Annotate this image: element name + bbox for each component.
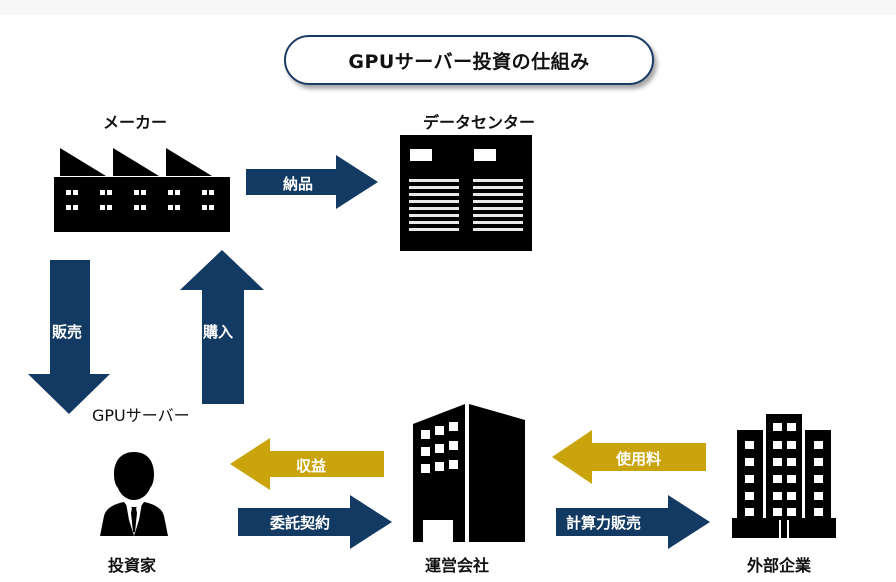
delivery-arrow-label: 納品 (283, 175, 314, 193)
revenue-arrow-label: 収益 (296, 457, 327, 475)
usage-fee-arrow (552, 430, 706, 484)
delivery-arrow (246, 155, 378, 209)
purchase-arrow (180, 250, 264, 404)
compute-sales-arrow-label: 計算力販売 (566, 514, 642, 532)
factory-icon (54, 148, 230, 232)
city-buildings-icon (732, 414, 836, 538)
datacenter-icon (400, 135, 532, 251)
gpu-server-label: GPUサーバー (92, 406, 190, 425)
top-strip (0, 0, 896, 15)
purchase-arrow-label: 購入 (203, 323, 234, 341)
consignment-arrow (238, 495, 392, 549)
office-building-icon (413, 404, 525, 542)
investor-icon (100, 452, 168, 536)
compute-sales-arrow (556, 495, 710, 549)
title-pill: GPUサーバー投資の仕組み (284, 35, 654, 85)
sale-arrow (28, 260, 110, 414)
sale-arrow-label: 販売 (52, 323, 83, 341)
external-company-label: 外部企業 (747, 556, 812, 575)
investor-label: 投資家 (108, 556, 157, 575)
revenue-arrow (230, 438, 384, 490)
diagram-title: GPUサーバー投資の仕組み (348, 50, 590, 73)
operator-label: 運営会社 (425, 556, 490, 575)
maker-label: メーカー (103, 113, 168, 132)
usage-fee-arrow-label: 使用料 (616, 450, 662, 468)
consignment-arrow-label: 委託契約 (270, 514, 331, 532)
datacenter-label: データセンター (423, 113, 536, 132)
